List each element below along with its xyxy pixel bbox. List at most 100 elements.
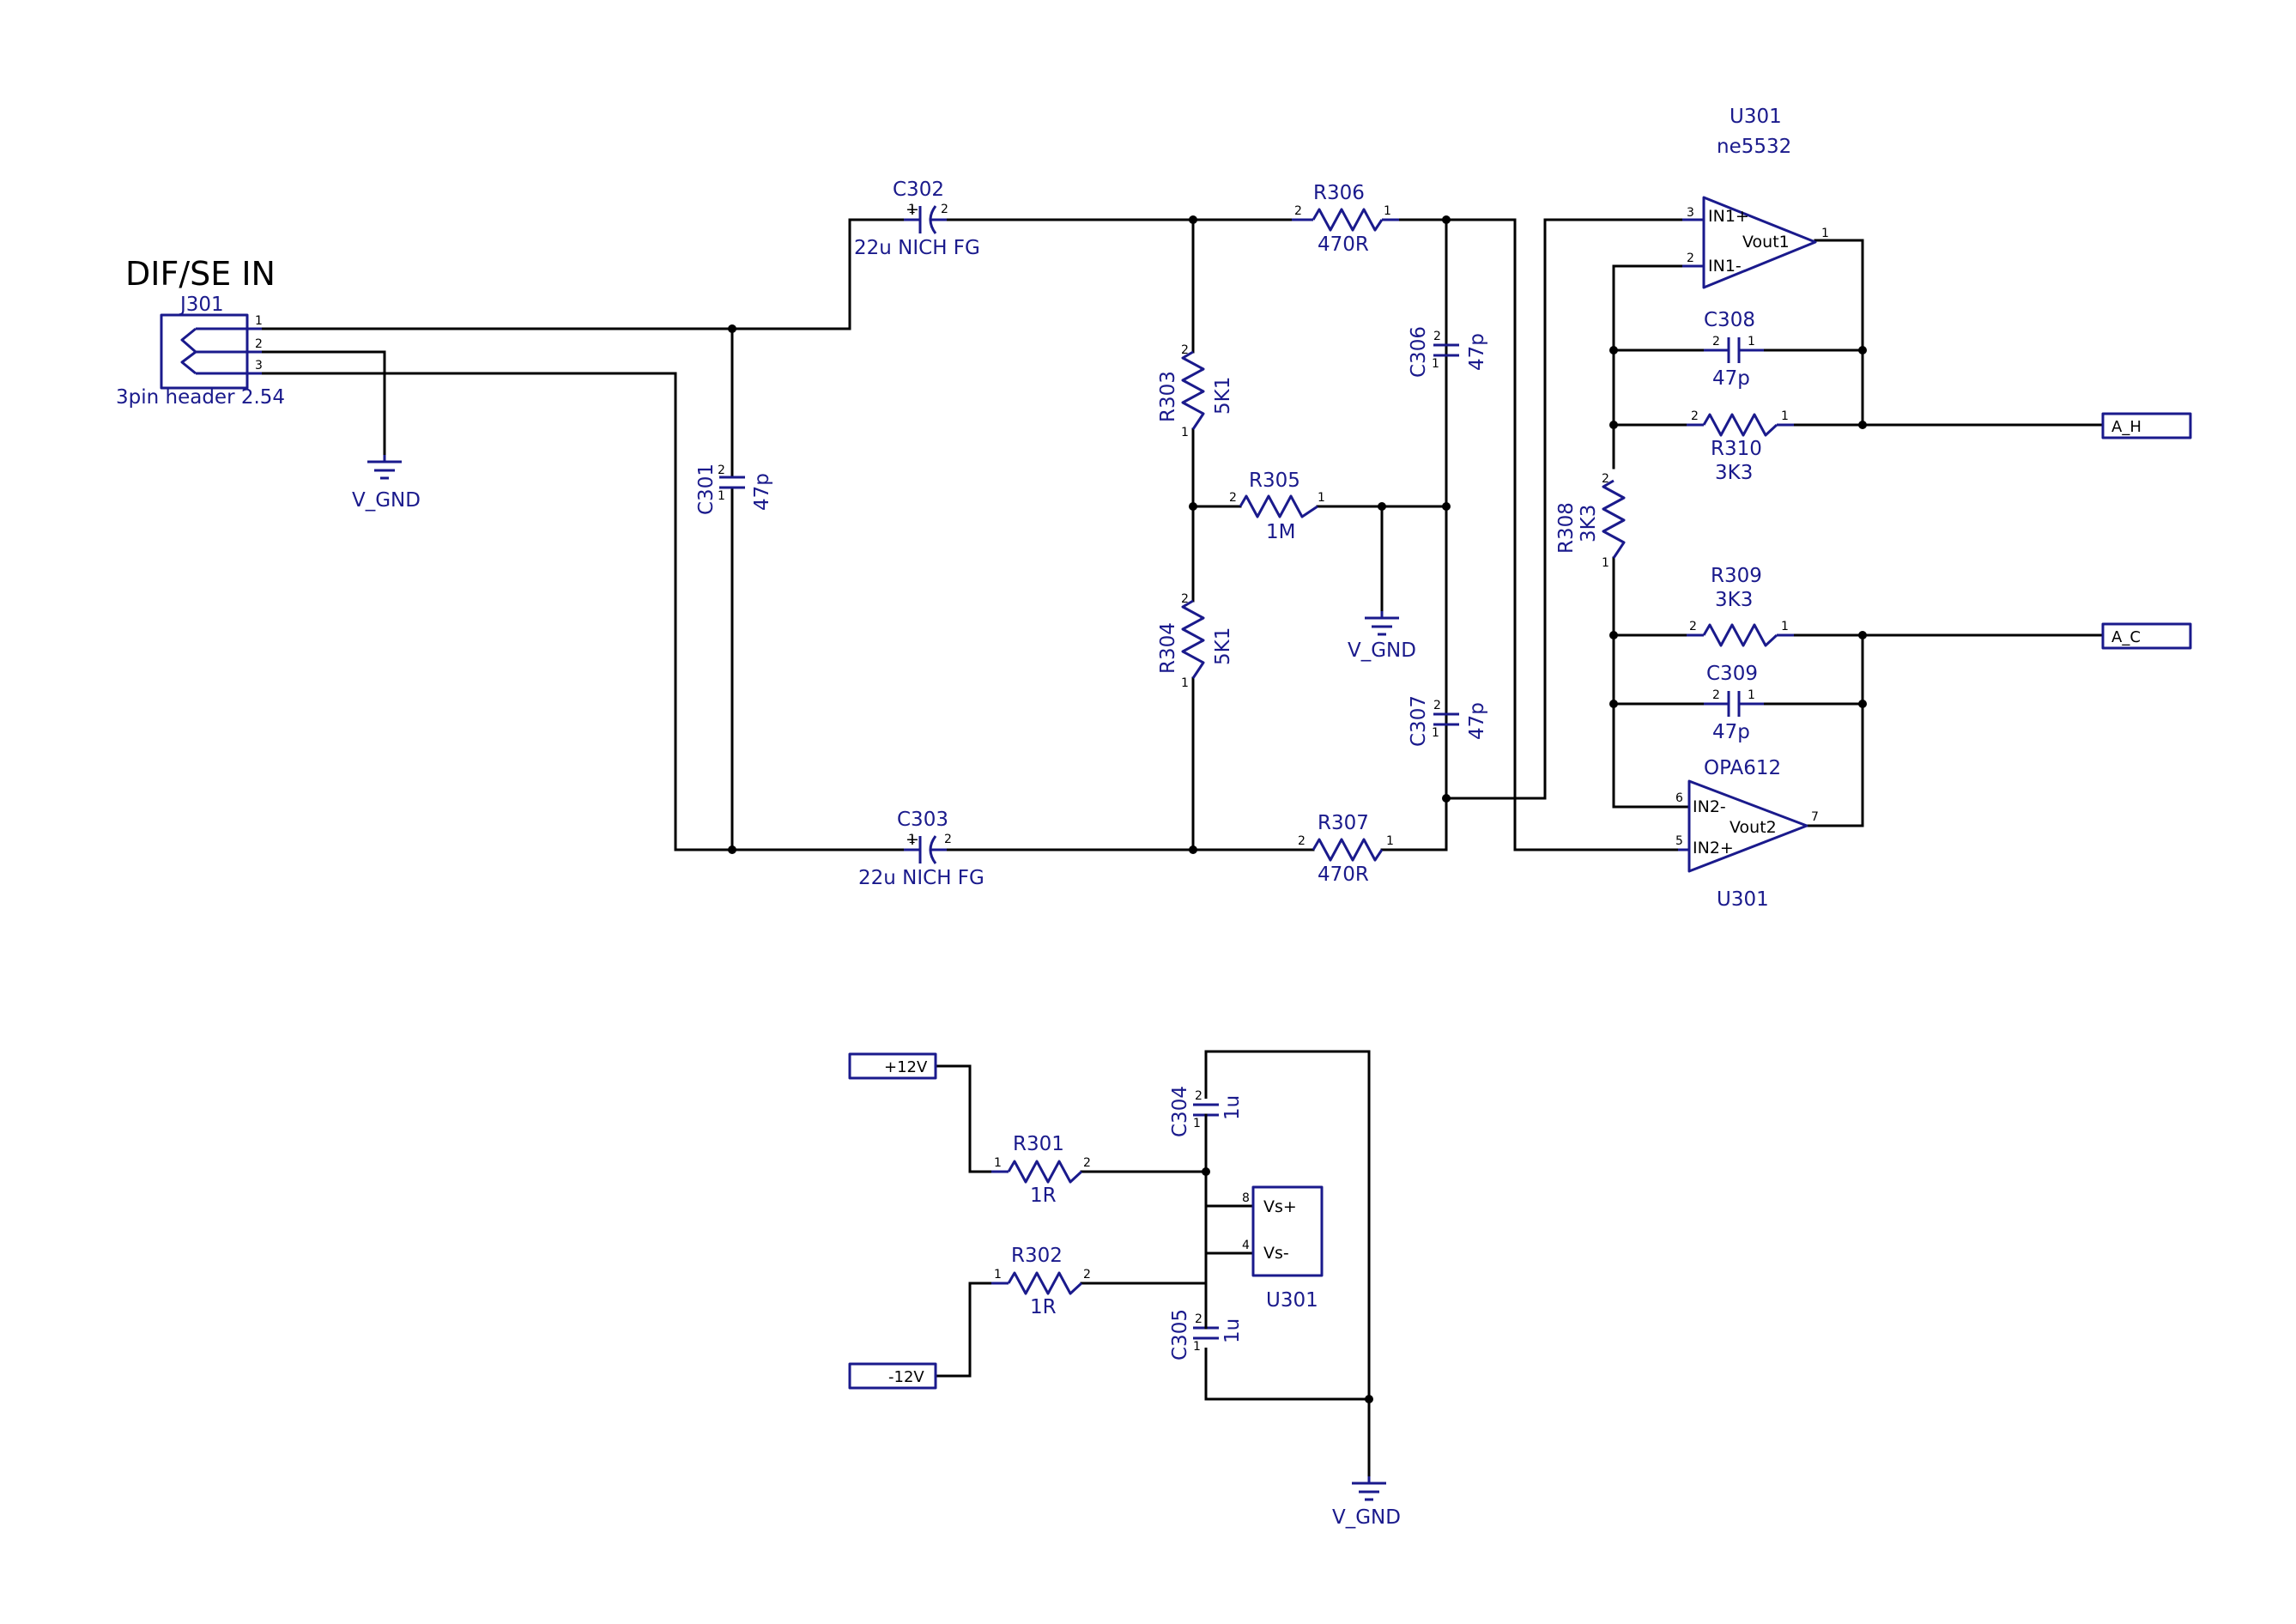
junction-dots [728,215,1867,1403]
svg-text:1: 1 [1602,556,1609,570]
c308-ref: C308 [1704,309,1755,331]
svg-text:2: 2 [944,833,952,846]
r309-value: 3K3 [1715,589,1753,611]
u301c-vsn: Vs- [1263,1244,1289,1263]
svg-text:5: 5 [1675,834,1683,848]
r301-value: 1R [1030,1185,1057,1207]
svg-text:2: 2 [1687,251,1694,265]
svg-text:2: 2 [1433,699,1441,712]
r304-value: 5K1 [1212,627,1234,665]
r310-ref: R310 [1711,438,1762,460]
svg-text:2: 2 [1689,620,1697,633]
r305-ref: R305 [1249,470,1300,492]
port-plus-12v-label: +12V [884,1058,928,1076]
svg-text:2: 2 [1712,688,1720,702]
c302-ref: C302 [893,179,944,201]
u301a-out: Vout1 [1742,233,1790,251]
opamp-u301a: IN1+ IN1- Vout1 3 2 1 U301 ne5532 [1682,106,1829,289]
svg-text:1: 1 [1193,1117,1201,1130]
r307-ref: R307 [1318,812,1369,834]
c303-value: 22u NICH FG [858,867,984,889]
u301a-in-pos: IN1+ [1708,207,1749,226]
r308-value: 3K3 [1578,505,1600,542]
j301-pin-2: 2 [255,337,263,351]
svg-text:4: 4 [1242,1239,1250,1252]
resistor-r305: 2 1 R305 1M [1229,470,1325,543]
connector-j301: J301 3pin header 2.54 1 2 3 [116,294,285,409]
capacitor-c304: 2 1 C304 1u [1169,1086,1244,1137]
capacitor-c308: 2 1 C308 47p [1704,309,1764,390]
r306-value: 470R [1318,233,1369,256]
capacitor-c301: 2 1 C301 47p [695,464,773,515]
port-a-h-label: A_H [2111,418,2142,436]
capacitor-c309: 2 1 C309 47p [1704,663,1764,743]
capacitor-c305: 2 1 C305 1u [1169,1309,1244,1360]
c301-ref: C301 [695,464,718,515]
resistor-r309: 2 1 R309 3K3 [1687,565,1794,647]
r308-ref: R308 [1555,502,1578,554]
svg-text:1: 1 [1193,1340,1201,1354]
wires [260,218,2105,1478]
c305-value: 1u [1221,1318,1244,1343]
resistor-r306: 2 1 R306 470R [1292,182,1399,256]
ground-label-2: V_GND [1348,639,1416,662]
port-a-c: A_C [2101,622,2192,650]
svg-text:8: 8 [1242,1191,1250,1205]
c309-value: 47p [1712,721,1750,743]
ground-symbol-3: V_GND [1332,1476,1401,1529]
svg-text:1: 1 [1781,409,1789,423]
svg-text:1: 1 [994,1156,1002,1170]
c302-value: 22u NICH FG [854,237,980,259]
u301c-vsp: Vs+ [1263,1197,1297,1216]
svg-text:2: 2 [1195,1089,1203,1103]
c308-value: 47p [1712,367,1750,390]
resistor-r307: 2 1 R307 470R [1298,812,1394,886]
svg-text:1: 1 [1318,491,1325,505]
u301b-value: OPA612 [1704,757,1781,779]
c307-ref: C307 [1408,695,1430,747]
r301-ref: R301 [1013,1133,1064,1155]
c306-value: 47p [1466,333,1488,371]
r304-ref: R304 [1157,622,1179,674]
svg-text:1: 1 [1181,426,1189,439]
capacitor-c307: 2 1 C307 47p [1408,695,1488,747]
u301b-ref: U301 [1717,888,1769,911]
svg-text:1: 1 [994,1268,1002,1282]
r302-ref: R302 [1011,1245,1063,1267]
svg-text:2: 2 [1195,1312,1203,1326]
svg-text:1: 1 [718,489,725,503]
r307-value: 470R [1318,864,1369,886]
c305-ref: C305 [1169,1309,1191,1360]
resistor-r303: 2 1 R303 5K1 [1157,343,1234,439]
u301a-value: ne5532 [1717,136,1791,158]
svg-text:2: 2 [1602,472,1609,486]
capacitor-c303: + 1 2 C303 22u NICH FG [858,809,984,889]
j301-value: 3pin header 2.54 [116,386,285,409]
u301a-ref: U301 [1730,106,1782,128]
svg-text:2: 2 [1229,491,1237,505]
svg-text:1: 1 [1432,357,1439,371]
svg-text:7: 7 [1811,810,1819,824]
svg-text:+: + [906,200,919,219]
opamp-u301b: IN2- IN2+ Vout2 6 5 7 OPA612 U301 [1675,757,1819,911]
svg-text:2: 2 [1298,834,1306,848]
svg-text:1: 1 [1384,204,1391,218]
c309-ref: C309 [1706,663,1758,685]
svg-text:2: 2 [1083,1268,1091,1282]
ground-symbol-1: V_GND [352,455,421,512]
svg-text:1: 1 [1821,227,1829,240]
svg-text:2: 2 [1181,343,1189,357]
svg-text:2: 2 [941,203,948,216]
opamp-u301c-power: Vs+ Vs- 8 4 U301 [1242,1185,1324,1312]
j301-pin-1: 1 [255,314,263,328]
resistor-r302: 1 2 R302 1R [991,1245,1091,1318]
svg-text:+: + [906,830,919,849]
r310-value: 3K3 [1715,462,1753,484]
c304-value: 1u [1221,1095,1244,1120]
c303-ref: C303 [897,809,948,831]
r302-value: 1R [1030,1296,1057,1318]
svg-text:1: 1 [1181,676,1189,690]
u301b-in-pos: IN2+ [1693,839,1734,857]
svg-text:2: 2 [1433,330,1441,343]
